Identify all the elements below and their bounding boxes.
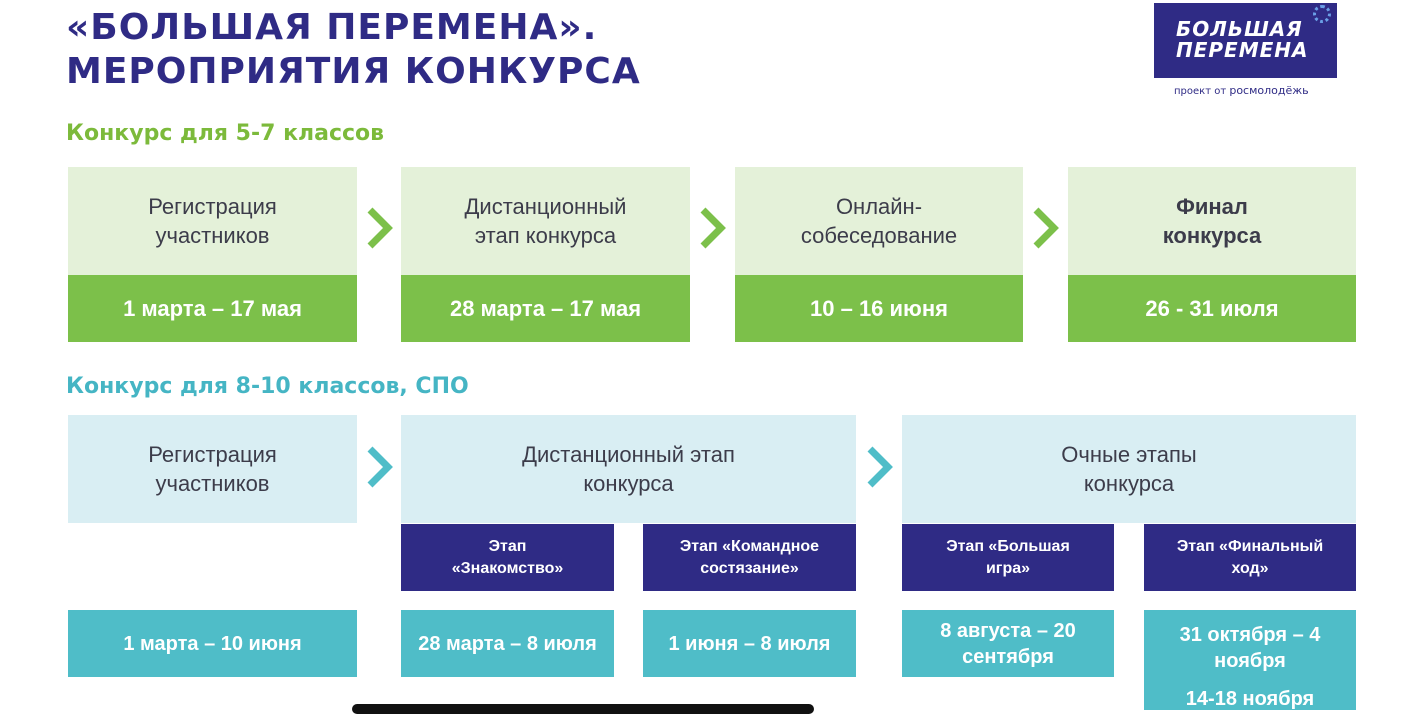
stage-4-name: Финал конкурса [1068, 167, 1356, 275]
arrow-icon [867, 446, 893, 488]
page-title: «БОЛЬШАЯ ПЕРЕМЕНА». МЕРОПРИЯТИЯ КОНКУРСА [66, 6, 1066, 94]
stage-offline-name: Очные этапы конкурса [902, 415, 1356, 523]
stage-registration-name: Регистрация участников [68, 415, 357, 523]
title-line-2: МЕРОПРИЯТИЯ КОНКУРСА [66, 51, 641, 92]
title-line-1: «БОЛЬШАЯ ПЕРЕМЕНА». [66, 7, 598, 48]
substage-2-date: 1 июня – 8 июля [643, 610, 856, 677]
arrow-icon [367, 446, 393, 488]
substage-1-name: Этап «Знакомство» [401, 524, 614, 591]
stage-3-date: 10 – 16 июня [735, 275, 1023, 342]
logo-subtitle: проект от росмолодёжь [1174, 84, 1309, 97]
section-1-title: Конкурс для 5-7 классов [66, 121, 385, 146]
substage-3-date: 8 августа – 20 сентября [902, 610, 1114, 677]
substage-2-name: Этап «Командное состязание» [643, 524, 856, 591]
home-indicator [352, 704, 814, 714]
stage-1-name: Регистрация участников [68, 167, 357, 275]
substage-1-date: 28 марта – 8 июля [401, 610, 614, 677]
arrow-icon [367, 207, 393, 249]
substage-4-dates: 31 октября – 4 ноября 14-18 ноября [1144, 610, 1356, 710]
arrow-icon [700, 207, 726, 249]
substage-4-date: 31 октября – 4 ноября [1179, 624, 1321, 672]
stage-2-date: 28 марта – 17 мая [401, 275, 690, 342]
section-2-title: Конкурс для 8-10 классов, СПО [66, 374, 469, 399]
arrow-icon [1033, 207, 1059, 249]
substage-4-name: Этап «Финальный ход» [1144, 524, 1356, 591]
stage-remote-name: Дистанционный этап конкурса [401, 415, 856, 523]
stage-2-name: Дистанционный этап конкурса [401, 167, 690, 275]
substage-4-date-2: 14-18 ноября [1185, 688, 1315, 710]
logo: БОЛЬШАЯ ПЕРЕМЕНА [1154, 3, 1337, 78]
substage-3-name: Этап «Большая игра» [902, 524, 1114, 591]
logo-text: БОЛЬШАЯ ПЕРЕМЕНА [1176, 17, 1309, 62]
stage-3-name: Онлайн-собеседование [735, 167, 1023, 275]
logo-dots-icon [1313, 5, 1331, 23]
stage-1-date: 1 марта – 17 мая [68, 275, 357, 342]
registration-date: 1 марта – 10 июня [68, 610, 357, 677]
stage-4-date: 26 - 31 июля [1068, 275, 1356, 342]
